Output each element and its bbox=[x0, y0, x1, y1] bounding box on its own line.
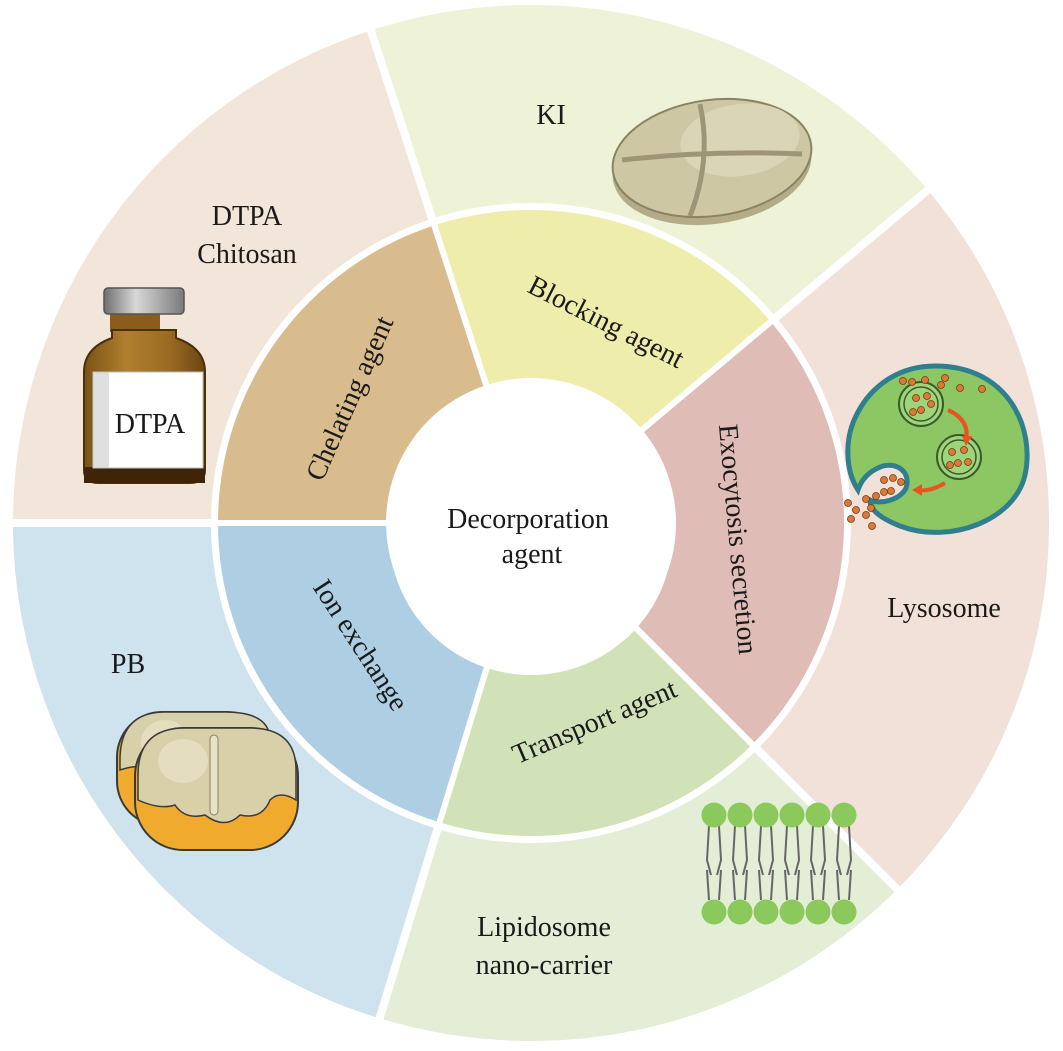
lysosome-cell-icon bbox=[844, 363, 1030, 535]
outer-label-chitosan: Chitosan bbox=[197, 239, 297, 270]
center-circle bbox=[389, 391, 673, 675]
outer-label-lipidosome: Lipidosome bbox=[477, 912, 611, 943]
lipid-tail bbox=[783, 825, 801, 901]
outer-label-pb: PB bbox=[111, 649, 145, 680]
lipid-head-bottom bbox=[753, 899, 779, 925]
lipid-head-bottom bbox=[727, 899, 753, 925]
lipid-head-top bbox=[805, 802, 831, 828]
lipid-tail bbox=[705, 825, 723, 901]
lipid-head-bottom bbox=[805, 899, 831, 925]
lipid-head-bottom bbox=[701, 899, 727, 925]
inner-segment-exocytosis bbox=[627, 315, 850, 751]
lipid-tail bbox=[835, 825, 853, 901]
capsule-icon bbox=[116, 711, 299, 851]
lipid-head-top bbox=[753, 802, 779, 828]
lipid-tail bbox=[731, 825, 749, 901]
inner-ring bbox=[211, 204, 850, 842]
lipid-head-top bbox=[831, 802, 857, 828]
lipid-head-bottom bbox=[779, 899, 805, 925]
lipid-head-top bbox=[779, 802, 805, 828]
vial-icon: DTPA bbox=[83, 287, 206, 484]
inner-segment-chelating bbox=[211, 218, 491, 526]
outer-label-dtpa: DTPA bbox=[212, 201, 283, 232]
center-label-line1: Decorporation bbox=[447, 504, 609, 535]
lipid-head-top bbox=[701, 802, 727, 828]
tablet-icon bbox=[611, 97, 813, 226]
inner-segment-blocking bbox=[429, 204, 778, 436]
lipid-tail bbox=[757, 825, 775, 901]
lipid-head-top bbox=[727, 802, 753, 828]
outer-label-ki: KI bbox=[536, 100, 566, 131]
lipid-head-bottom bbox=[831, 899, 857, 925]
lipid-bilayer-icon bbox=[701, 802, 857, 925]
capsule-front bbox=[134, 727, 299, 851]
center-label-line2: agent bbox=[502, 539, 563, 570]
outer-label-nano-carrier: nano-carrier bbox=[476, 950, 613, 981]
lipid-tail bbox=[809, 825, 827, 901]
outer-label-lysosome: Lysosome bbox=[887, 593, 1001, 624]
vial-label: DTPA bbox=[115, 409, 186, 440]
